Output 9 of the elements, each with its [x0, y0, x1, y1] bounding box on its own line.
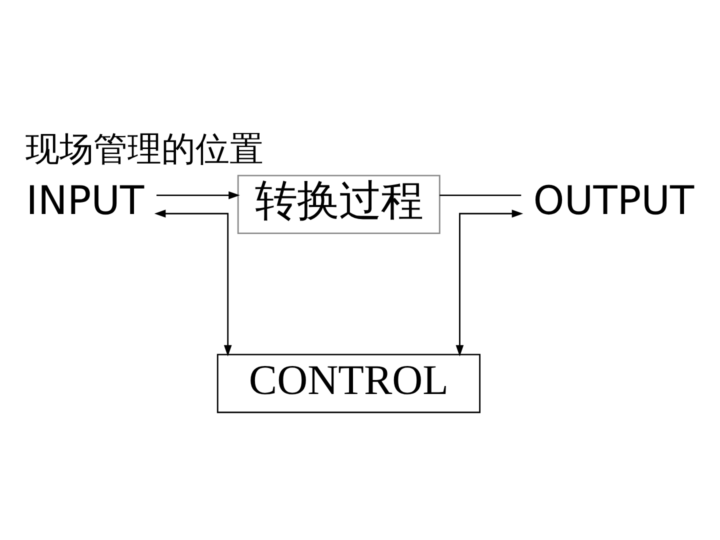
arrow: [154, 210, 232, 356]
node-box: 转换过程: [237, 174, 440, 234]
node-text: OUTPUT: [533, 178, 694, 224]
diagram-title: 现场管理的位置: [25, 129, 264, 168]
node-box: CONTROL: [216, 354, 481, 414]
node-text: INPUT: [26, 178, 144, 224]
arrow: [456, 210, 524, 356]
arrow: [156, 191, 240, 200]
connector: [440, 194, 522, 196]
